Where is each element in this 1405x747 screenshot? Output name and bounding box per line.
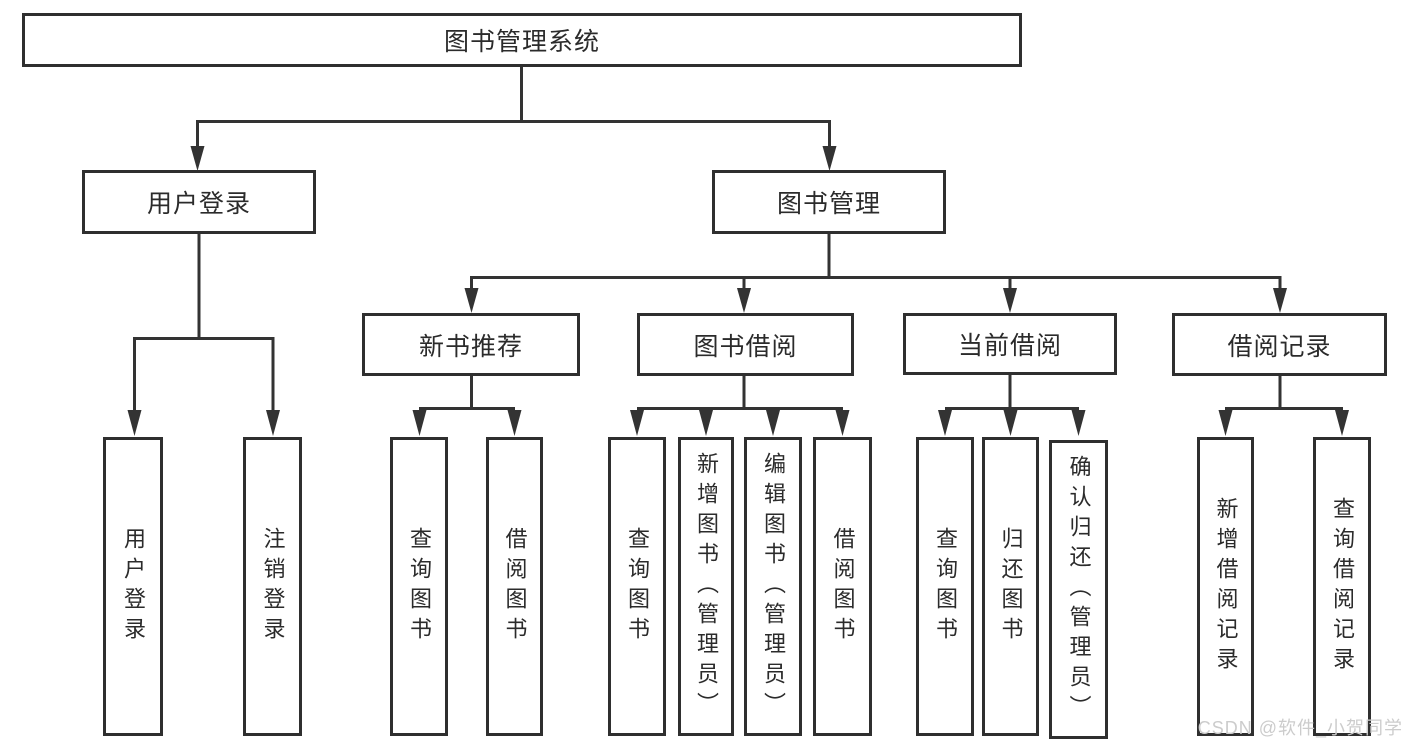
arrowhead-userlogin — [190, 146, 205, 171]
arrowhead-records — [1273, 288, 1287, 313]
arrowhead-current — [1003, 288, 1017, 313]
arrowhead-leaf — [630, 410, 644, 436]
arrowhead-leaf — [938, 410, 952, 436]
leaf-confirm-return-admin: 确认归还（管理员） — [1049, 440, 1108, 739]
node-book-management-label: 图书管理 — [776, 190, 881, 218]
arrowhead-user-leaf2 — [266, 410, 280, 436]
leaf-add-borrow-record: 新增借阅记录 — [1197, 437, 1254, 736]
leaf-query-borrow-record: 查询借阅记录 — [1313, 437, 1371, 736]
arrowhead-leaf — [835, 410, 850, 436]
leaf-label: 用户登录 — [121, 526, 146, 647]
node-book-borrow-label: 图书借阅 — [693, 332, 798, 361]
leaf-label: 查询图书 — [625, 526, 650, 647]
arrowhead-leaf — [699, 410, 713, 436]
leaf-label: 查询借阅记录 — [1330, 496, 1355, 677]
leaf-query-books-1: 查询图书 — [390, 437, 448, 736]
leaf-label: 查询图书 — [407, 526, 432, 647]
arrowhead-leaf — [766, 410, 780, 436]
arrowhead-leaf — [1218, 410, 1233, 436]
node-book-management: 图书管理 — [712, 170, 946, 234]
csdn-watermark: CSDN @软件_小贺同学 — [1197, 718, 1403, 738]
leaf-label: 新增图书（管理员） — [694, 451, 719, 722]
node-book-borrow: 图书借阅 — [637, 313, 854, 376]
arrowhead-leaf — [412, 410, 427, 436]
leaf-label: 借阅图书 — [830, 526, 856, 647]
leaf-label: 注销登录 — [260, 526, 286, 647]
leaf-add-book-admin: 新增图书（管理员） — [678, 437, 734, 736]
node-user-login: 用户登录 — [82, 170, 316, 234]
leaf-label: 确认归还（管理员） — [1066, 454, 1092, 725]
node-user-login-label: 用户登录 — [146, 190, 251, 218]
arrowhead-borrow — [737, 288, 751, 313]
arrowhead-leaf — [507, 410, 522, 436]
leaf-borrow-books-2: 借阅图书 — [813, 437, 872, 736]
node-borrow-records-label: 借阅记录 — [1227, 332, 1332, 361]
leaf-label: 查询图书 — [933, 526, 958, 647]
leaf-user-login: 用户登录 — [103, 437, 163, 736]
node-current-borrow: 当前借阅 — [903, 313, 1117, 375]
arrowhead-leaf — [1335, 410, 1349, 436]
leaf-borrow-books-1: 借阅图书 — [486, 437, 543, 736]
arrowhead-leaf — [1003, 410, 1018, 436]
node-new-book-recommend-label: 新书推荐 — [418, 332, 523, 361]
node-current-borrow-label: 当前借阅 — [957, 332, 1062, 360]
leaf-query-books-2: 查询图书 — [608, 437, 666, 736]
arrowhead-user-leaf1 — [127, 410, 142, 436]
leaf-return-book: 归还图书 — [982, 437, 1039, 736]
node-borrow-records: 借阅记录 — [1172, 313, 1387, 376]
arrowhead-leaf — [1071, 410, 1086, 436]
arrowhead-newbook — [464, 288, 479, 313]
node-new-book-recommend: 新书推荐 — [362, 313, 580, 376]
leaf-label: 编辑图书（管理员） — [761, 451, 786, 722]
arrowhead-bookmgmt — [822, 146, 837, 171]
leaf-label: 新增借阅记录 — [1213, 496, 1239, 677]
node-root: 图书管理系统 — [22, 13, 1022, 67]
leaf-logout: 注销登录 — [243, 437, 302, 736]
leaf-label: 归还图书 — [998, 526, 1024, 647]
node-root-label: 图书管理系统 — [443, 28, 600, 56]
leaf-label: 借阅图书 — [502, 526, 528, 647]
leaf-query-books-3: 查询图书 — [916, 437, 974, 736]
leaf-edit-book-admin: 编辑图书（管理员） — [744, 437, 802, 736]
